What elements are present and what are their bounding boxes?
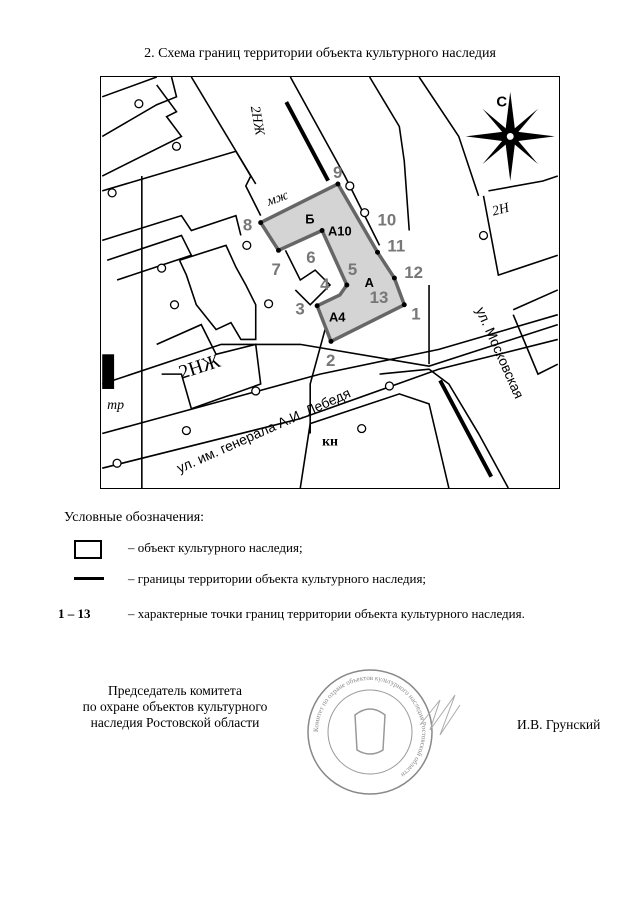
legend-rectangle-symbol [74,540,102,559]
point-labels: 1 2 3 4 5 6 7 8 9 10 11 12 13 [243,163,423,370]
map-drawing: 1 2 3 4 5 6 7 8 9 10 11 12 13 Б А10 А А4 [101,77,559,488]
point-label-2: 2 [326,351,335,370]
annotation: 2НЖ [248,105,268,138]
building-label-a: А [365,275,374,290]
annotation: 2Н [490,199,511,218]
building-label-b: Б [305,212,314,227]
building-label-a10: А10 [328,223,352,238]
position-line: наследия Ростовской области [90,715,260,730]
legend-title: Условные обозначения: [64,510,205,525]
boundary-points [258,181,407,344]
page-title: 2. Схема границ территории объекта культ… [144,46,496,61]
map-annotations: 2НЖ мж 2НЖ тр 2Н кн [107,105,511,449]
building-label-a4: А4 [329,310,346,325]
point-label-7: 7 [272,260,281,279]
legend-points-symbol: 1 – 13 [58,606,91,621]
point-label-9: 9 [333,163,342,182]
handwritten-signature [419,694,461,736]
point-label-12: 12 [404,263,423,282]
annotation: мж [264,187,291,209]
map-trees [107,99,489,468]
position-line: по охране объектов культурного [82,699,268,714]
point-label-5: 5 [348,260,357,279]
legend-text: – границы территории объекта культурного… [128,571,427,586]
annotation: кн [322,433,338,448]
point-label-11: 11 [387,236,405,255]
street-label-lebedya: ул. им. генерала А.И. Лебедя [174,385,353,476]
legend-text: – характерные точки границ территории об… [128,606,525,621]
legend-text: – объект культурного наследия; [128,540,303,555]
compass-rose-icon: С [465,91,555,181]
official-stamp: Комитет по охране объектов культурного н… [307,669,461,795]
signatory-name: И.В. Грунский [517,717,601,732]
legend-line-symbol [74,577,104,580]
annotation: тр [107,397,124,412]
point-label-3: 3 [295,300,304,319]
coat-of-arms-icon [354,708,386,755]
street-label-moskovskaya: ул. Московская [473,304,528,400]
point-label-4: 4 [320,275,330,294]
heritage-object-territory [258,182,407,344]
position-line: Председатель комитета [108,683,242,698]
map-fences [102,101,494,478]
map-buildings [101,77,559,488]
point-label-13: 13 [370,288,389,307]
annotation: 2НЖ [176,350,223,384]
point-label-6: 6 [306,248,315,267]
building-labels: Б А10 А А4 [305,212,374,325]
compass-north-label: С [496,95,507,111]
point-label-8: 8 [243,216,252,235]
point-label-1: 1 [411,305,420,324]
boundary-map: 1 2 3 4 5 6 7 8 9 10 11 12 13 Б А10 А А4 [100,76,560,489]
point-label-10: 10 [378,211,397,230]
signatory-position: Председатель комитета по охране объектов… [70,683,280,731]
